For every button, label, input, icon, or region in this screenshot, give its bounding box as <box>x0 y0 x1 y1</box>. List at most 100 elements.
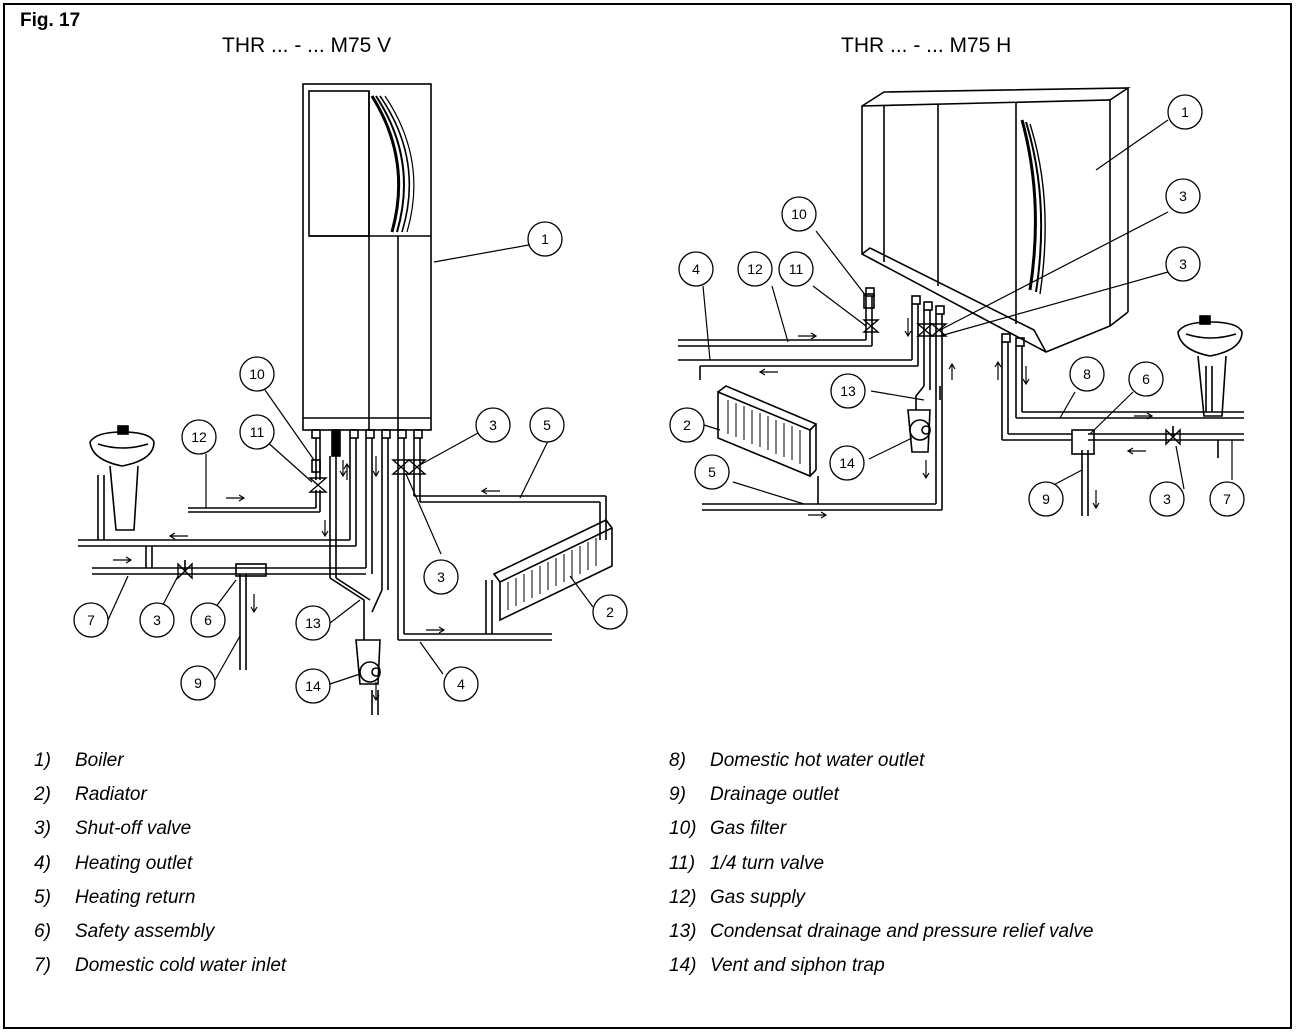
horizontal-callout-circle <box>781 196 817 232</box>
legend-item-text: Domestic cold water inlet <box>75 955 287 977</box>
vertical-valves <box>177 459 427 580</box>
figure-label: Fig. 17 <box>20 10 81 31</box>
vertical-callout-circle <box>423 559 459 595</box>
legend-item-number: 13) <box>669 921 697 943</box>
horizontal-callout-number: 9 <box>1042 491 1050 507</box>
vertical-callout-number: 14 <box>305 678 321 694</box>
horizontal-callout-number: 10 <box>791 206 807 222</box>
boiler-panel <box>308 90 370 237</box>
horizontal-callout-circle <box>1165 246 1201 282</box>
vertical-callout-circle <box>139 602 175 638</box>
horizontal-boiler <box>861 87 1131 353</box>
horizontal-callout-number: 11 <box>789 261 804 277</box>
horizontal-callout-number: 6 <box>1142 371 1150 387</box>
vertical-callout-circle <box>443 666 479 702</box>
vertical-callout-circle <box>180 665 216 701</box>
legend-item-number: 9) <box>669 784 686 806</box>
legend-item-number: 4) <box>34 852 51 874</box>
legend-item-number: 12) <box>669 886 697 908</box>
vertical-flow-arrows <box>113 456 500 702</box>
legend-item-number: 8) <box>669 750 686 771</box>
safety-assembly-h <box>1071 429 1095 455</box>
legend-item: 11) 1/4 turn valve <box>669 847 1093 881</box>
horizontal-callout-circle <box>1028 481 1064 517</box>
vertical-pipework <box>78 438 607 715</box>
legend-item-text: Drainage outlet <box>710 784 839 806</box>
vertical-callout-number: 2 <box>606 604 614 620</box>
legend-item: 3)Shut-off valve <box>34 812 286 846</box>
legend-item-number: 2) <box>34 784 51 806</box>
legend-item: 9) Drainage outlet <box>669 778 1093 812</box>
legend-item-number: 10) <box>669 818 697 840</box>
legend-item: 10) Gas filter <box>669 812 1093 846</box>
legend-item-number: 7) <box>34 955 51 977</box>
vertical-callout-circle <box>529 407 565 443</box>
legend-item-text: Gas filter <box>710 818 787 840</box>
legend-item: 14)Vent and siphon trap <box>669 949 1093 983</box>
legend-item-text: 1/4 turn valve <box>710 852 825 874</box>
horizontal-callout-number: 12 <box>747 261 763 277</box>
legend-item: 7) Domestic cold water inlet <box>34 949 286 983</box>
legend-item-number: 11) <box>669 852 696 874</box>
vertical-callout-number: 13 <box>305 615 321 631</box>
horizontal-callout-circle <box>830 373 866 409</box>
horizontal-callout-number: 1 <box>1181 104 1189 120</box>
horizontal-callout-circle <box>829 445 865 481</box>
vertical-callout-circle <box>527 221 563 257</box>
vertical-callout-number: 3 <box>489 417 497 433</box>
vertical-callout-number: 3 <box>437 569 445 585</box>
vertical-callout-number: 6 <box>204 612 212 628</box>
horizontal-callout-number: 3 <box>1163 491 1171 507</box>
legend-item: 1)Boiler <box>34 744 286 778</box>
vertical-callout-number: 5 <box>543 417 551 433</box>
legend-item-number: 3) <box>34 818 51 840</box>
horizontal-callout-circle <box>1167 94 1203 130</box>
vertical-callout-number: 9 <box>194 675 202 691</box>
title-vertical-model: THR ... - ... M75 V <box>222 34 392 57</box>
vertical-callout-circle <box>295 605 331 641</box>
legend-item: 12)Gas supply <box>669 881 1093 915</box>
safety-assembly <box>235 563 267 577</box>
legend-item-text: Radiator <box>75 784 147 806</box>
horizontal-callout-number: 4 <box>692 261 700 277</box>
radiator-left <box>492 518 614 622</box>
horizontal-callout-number: 7 <box>1223 491 1231 507</box>
sink-left <box>89 425 155 531</box>
vertical-callout-number: 3 <box>153 612 161 628</box>
vertical-callout-circle <box>190 602 226 638</box>
vertical-callout-circle <box>73 602 109 638</box>
legend-item: 2) Radiator <box>34 778 286 812</box>
horizontal-callout-number: 5 <box>708 464 716 480</box>
figure-frame <box>3 3 1292 1029</box>
horizontal-pipework <box>678 296 1244 516</box>
vertical-callout-number: 10 <box>249 366 265 382</box>
legend-item: 5) Heating return <box>34 881 286 915</box>
vertical-boiler <box>302 83 432 457</box>
vertical-callout-circle <box>239 356 275 392</box>
horizontal-callout-number: 3 <box>1179 256 1187 272</box>
vertical-callout-number: 12 <box>191 429 207 445</box>
horizontal-callout-number: 3 <box>1179 188 1187 204</box>
legend-right: 8)Domestic hot water outlet 9) Drainage ou… <box>669 744 1093 983</box>
boiler-casing <box>302 83 432 431</box>
horizontal-callout-circle <box>1128 361 1164 397</box>
horizontal-callout-circle <box>1069 356 1105 392</box>
leader-lines-vertical <box>107 238 594 685</box>
horizontal-valves <box>862 293 1181 455</box>
title-horizontal-model: THR ... - ... M75 H <box>841 34 1012 57</box>
legend-item: 6)Safety assembly <box>34 915 286 949</box>
radiator-right <box>717 385 818 478</box>
vertical-callout-circle <box>239 414 275 450</box>
legend-item-number: 5) <box>34 886 51 908</box>
vertical-callout-number: 1 <box>541 231 549 247</box>
legend-item: 13)Condensat drainage and pressure relie… <box>669 915 1093 949</box>
vertical-callout-number: 11 <box>250 424 265 440</box>
vertical-callout-circle <box>295 668 331 704</box>
legend-item-text: Heating return <box>75 886 196 908</box>
horizontal-callout-number: 14 <box>839 455 855 471</box>
legend-item-number: 6) <box>34 921 51 943</box>
legend-item: 8)Domestic hot water outlet <box>669 744 1093 778</box>
legend-left: 1)Boiler 2) Radiator 3)Shut-off valve 4) Heat… <box>34 744 286 983</box>
horizontal-flow-arrows <box>758 318 1154 519</box>
